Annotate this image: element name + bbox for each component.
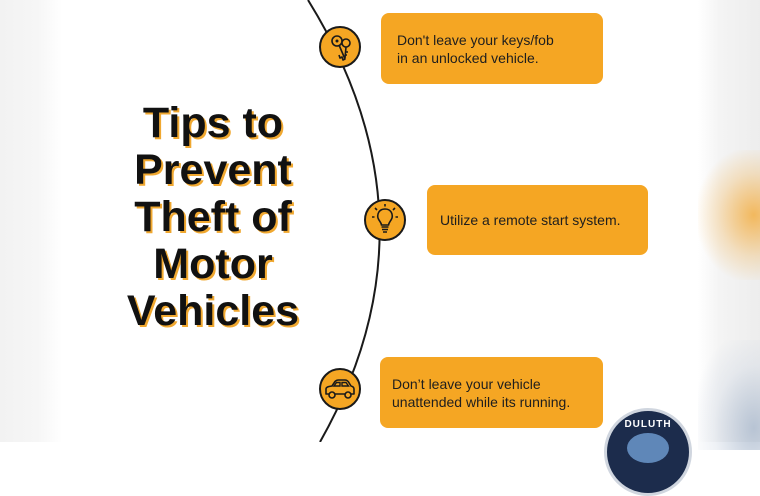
- tip-1-icon-circle: [319, 26, 361, 68]
- right-blurred-orange-shape: [698, 150, 760, 280]
- keys-icon: [331, 35, 351, 61]
- infographic-title: Tips to Prevent Theft of Motor Vehicles: [108, 100, 318, 335]
- title-line-2: Prevent: [134, 146, 292, 194]
- tip-3-text: Don’t leave your vehicle unattended whil…: [392, 375, 571, 410]
- left-blurred-margin: [0, 0, 62, 442]
- car-icon: [325, 379, 355, 399]
- tip-2-box: Utilize a remote start system.: [427, 185, 648, 255]
- tip-1-box: Don't leave your keys/fob in an unlocked…: [381, 13, 603, 84]
- right-blurred-margin: [698, 0, 760, 450]
- title-line-5: Vehicles: [126, 287, 300, 335]
- duluth-badge-logo: DULUTH: [604, 408, 692, 496]
- title-line-1: Tips to: [142, 99, 284, 147]
- tip-3-icon-circle: [319, 368, 361, 410]
- tip-1-text: Don't leave your keys/fob in an unlocked…: [397, 31, 554, 66]
- title-line-3: Theft of: [134, 193, 292, 241]
- right-blurred-blue-shape: [698, 340, 760, 450]
- tip-2-text: Utilize a remote start system.: [440, 212, 621, 228]
- badge-emblem: [627, 433, 669, 463]
- lightbulb-icon: [372, 204, 398, 233]
- title-line-4: Motor: [153, 240, 273, 288]
- badge-text: DULUTH: [624, 419, 672, 430]
- tip-3-box: Don’t leave your vehicle unattended whil…: [380, 357, 603, 428]
- tip-2-icon-circle: [364, 199, 406, 241]
